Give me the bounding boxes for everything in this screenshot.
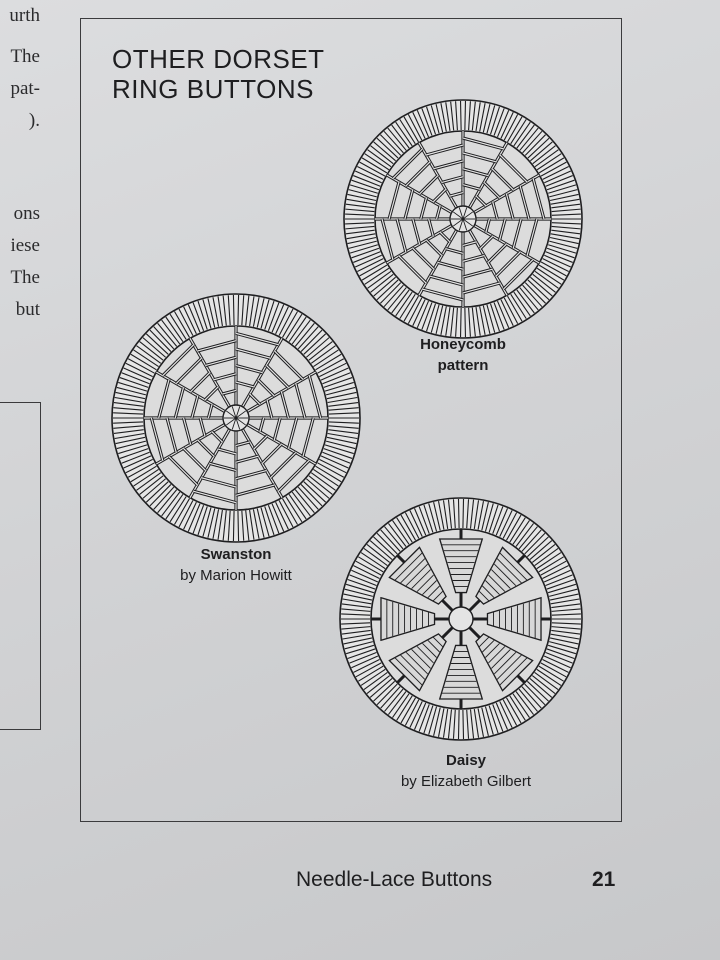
page-number: 21: [592, 868, 616, 891]
caption-subtitle: pattern: [437, 357, 489, 374]
text-fragment: but: [15, 299, 40, 320]
figure-title: OTHER DORSET RING BUTTONS: [112, 44, 325, 104]
daisy-caption: Daisy by Elizabeth Gilbert: [376, 750, 556, 792]
figure-title-line: RING BUTTONS: [112, 74, 314, 104]
text-fragment: urth: [9, 5, 40, 26]
daisy-button-illustration: [339, 497, 583, 741]
text-fragment: The: [10, 46, 40, 67]
caption-author: by Marion Howitt: [180, 567, 292, 584]
text-fragment: The: [10, 267, 40, 288]
sidebar-box-edge: [0, 402, 41, 730]
caption-name: Daisy: [445, 752, 487, 769]
figure-title-line: OTHER DORSET: [112, 44, 325, 74]
figure-box: [80, 18, 622, 822]
text-fragment: ).: [28, 110, 40, 131]
text-fragment: pat-: [10, 78, 40, 99]
swanston-caption: Swanston by Marion Howitt: [146, 544, 326, 586]
caption-name: Honeycomb: [420, 336, 506, 353]
honeycomb-caption: Honeycomb pattern: [398, 334, 528, 376]
text-fragment: ons: [13, 203, 40, 224]
caption-name: Swanston: [200, 546, 272, 563]
caption-author: by Elizabeth Gilbert: [400, 773, 532, 790]
text-fragment: iese: [10, 235, 40, 256]
honeycomb-button-illustration: [343, 99, 583, 339]
swanston-button-illustration: [111, 293, 361, 543]
running-footer-title: Needle-Lace Buttons: [296, 868, 493, 891]
